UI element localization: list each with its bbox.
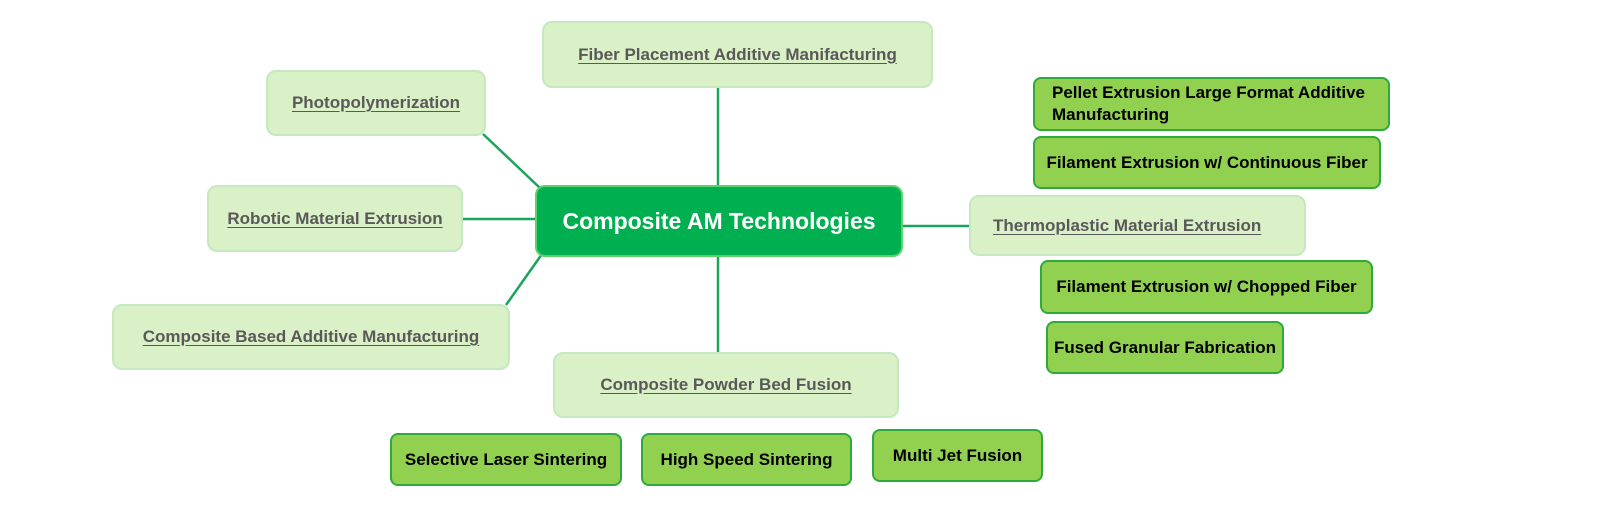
subtopic-fused-granular[interactable]: Fused Granular Fabrication bbox=[1046, 321, 1284, 374]
topic-label: Photopolymerization bbox=[291, 93, 461, 112]
topic-label: Fiber Placement Additive Manifacturing bbox=[578, 44, 897, 64]
subtopic-multi-jet-fusion[interactable]: Multi Jet Fusion bbox=[872, 429, 1043, 482]
subtopic-label: Selective Laser Sintering bbox=[404, 449, 608, 469]
subtopic-label: Fused Granular Fabrication bbox=[1054, 337, 1276, 357]
subtopic-label: Filament Extrusion w/ Continuous Fiber bbox=[1046, 152, 1368, 172]
topic-label: Composite Powder Bed Fusion bbox=[600, 375, 852, 394]
subtopic-selective-laser-sintering[interactable]: Selective Laser Sintering bbox=[390, 433, 622, 486]
topic-fiber-placement[interactable]: Fiber Placement Additive Manifacturing bbox=[542, 21, 933, 88]
topic-label: Composite Based Additive Manufacturing bbox=[142, 327, 480, 346]
root-label: Composite AM Technologies bbox=[562, 207, 876, 234]
subtopic-chopped-fiber[interactable]: Filament Extrusion w/ Chopped Fiber bbox=[1040, 260, 1373, 314]
subtopic-continuous-fiber[interactable]: Filament Extrusion w/ Continuous Fiber bbox=[1033, 136, 1381, 189]
subtopic-high-speed-sintering[interactable]: High Speed Sintering bbox=[641, 433, 852, 486]
subtopic-label: High Speed Sintering bbox=[660, 449, 833, 469]
connector-root-photopolymerization bbox=[482, 133, 541, 189]
topic-thermoplastic-extrusion[interactable]: Thermoplastic Material Extrusion bbox=[969, 195, 1306, 256]
topic-photopolymerization[interactable]: Photopolymerization bbox=[266, 70, 486, 136]
connector-root-composite-based bbox=[504, 253, 544, 306]
subtopic-label: Pellet Extrusion Large Format Additive M… bbox=[1052, 83, 1365, 124]
subtopic-label: Filament Extrusion w/ Chopped Fiber bbox=[1056, 277, 1357, 296]
topic-composite-based[interactable]: Composite Based Additive Manufacturing bbox=[112, 304, 510, 370]
topic-powder-bed[interactable]: Composite Powder Bed Fusion bbox=[553, 352, 899, 418]
root-node[interactable]: Composite AM Technologies bbox=[535, 185, 903, 257]
topic-label: Robotic Material Extrusion bbox=[227, 208, 443, 228]
subtopic-pellet-extrusion[interactable]: Pellet Extrusion Large Format Additive M… bbox=[1033, 77, 1390, 131]
topic-robotic-extrusion[interactable]: Robotic Material Extrusion bbox=[207, 185, 463, 252]
subtopic-label: Multi Jet Fusion bbox=[892, 445, 1023, 465]
topic-label: Thermoplastic Material Extrusion bbox=[993, 215, 1262, 235]
